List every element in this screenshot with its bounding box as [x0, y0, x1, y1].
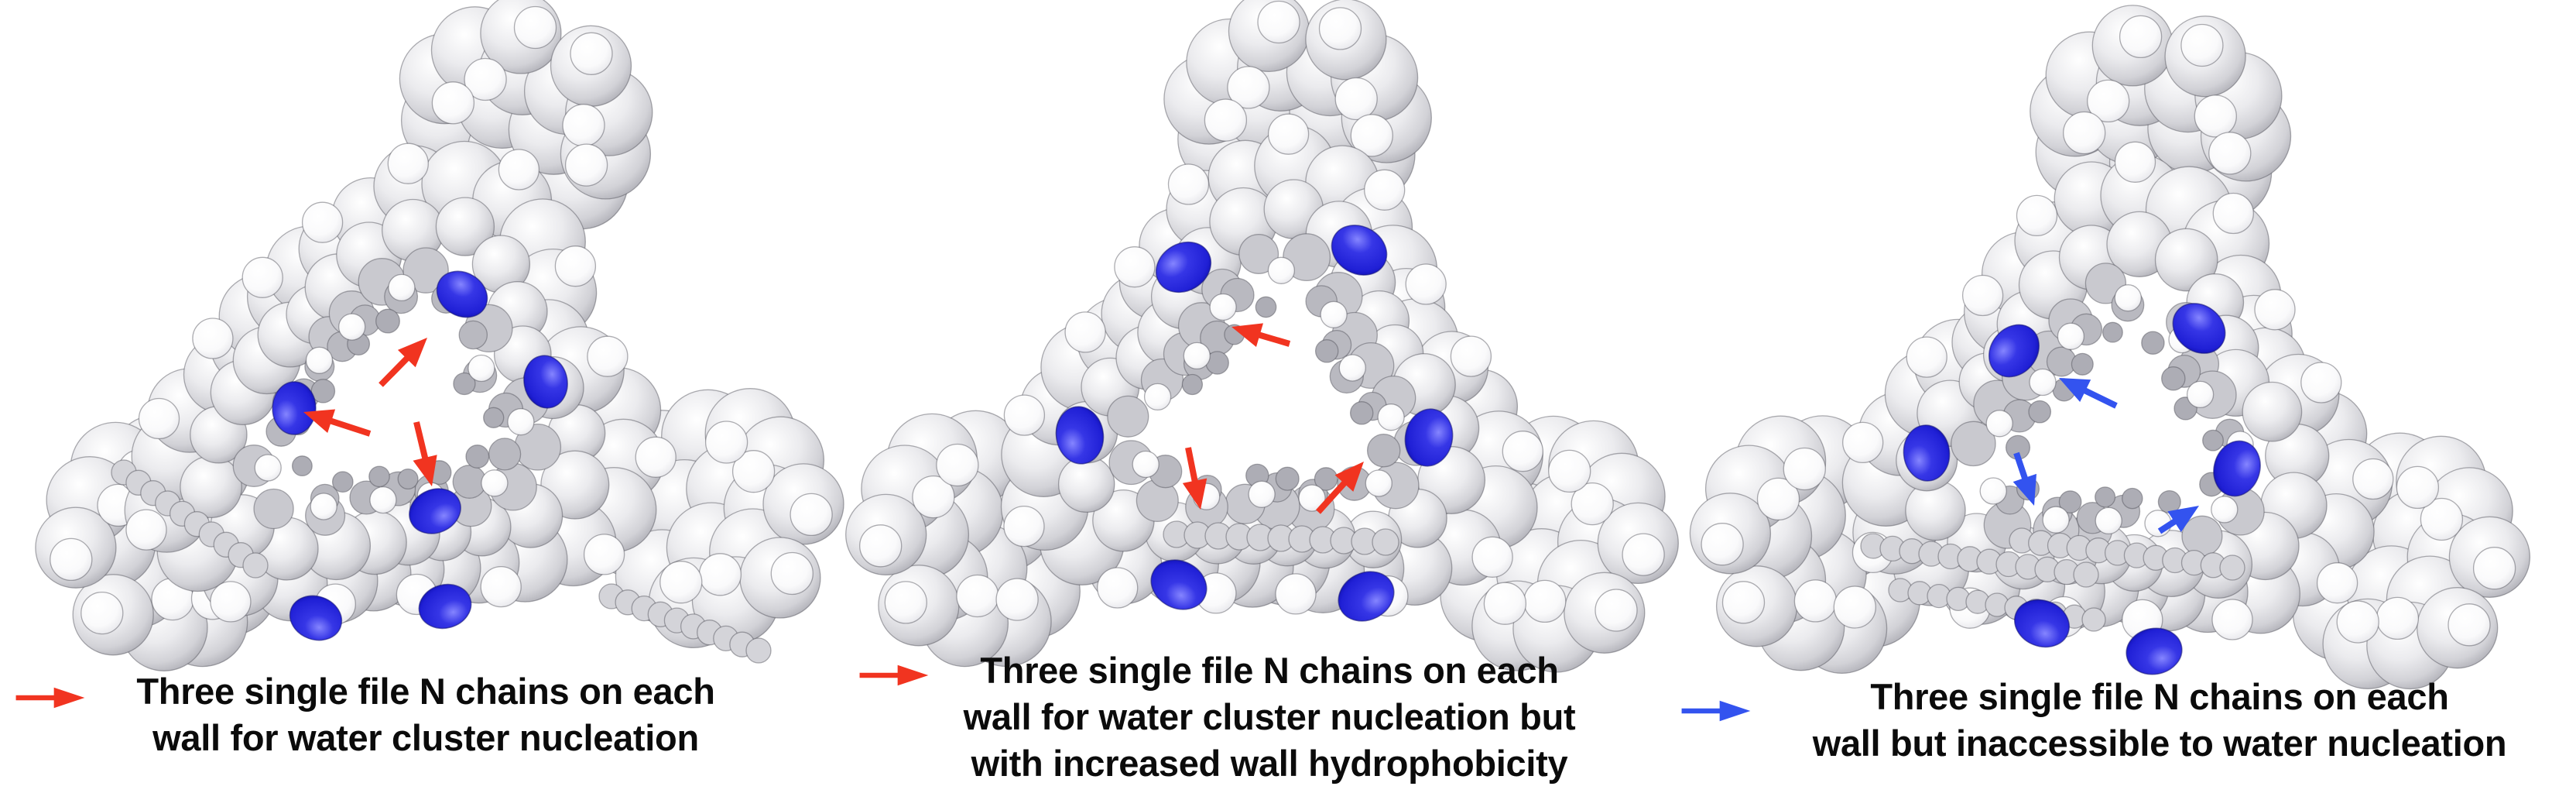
- pore-annotation-arrow: [1231, 323, 1291, 348]
- pore-annotation-arrow: [2157, 506, 2199, 534]
- nitrogen-sites: [1903, 303, 2261, 675]
- pore-annotation-arrow: [1182, 447, 1208, 510]
- caption-left-panel: Three single file N chains on each wall …: [77, 668, 774, 761]
- caption-line: wall for water cluster nucleation: [152, 717, 699, 758]
- cage-ring-wall: [124, 140, 677, 625]
- cage-water-nucleation-accessible: [35, 0, 844, 671]
- nitrogen-site: [523, 355, 568, 409]
- pore-annotation-arrow: [2012, 452, 2036, 506]
- nitrogen-site: [2213, 440, 2261, 497]
- cage-water-nucleation-inaccessible: [1689, 5, 2531, 690]
- nitrogen-site: [436, 270, 488, 318]
- nitrogen-site: [289, 595, 343, 641]
- caption-line: wall for water cluster nucleation but: [963, 696, 1576, 737]
- nitrogen-site: [1338, 571, 1395, 622]
- caption-middle-panel: Three single file N chains on each wall …: [906, 647, 1633, 787]
- nitrogen-site: [1903, 424, 1951, 482]
- nitrogen-site: [2172, 303, 2226, 354]
- nitrogen-site: [1404, 408, 1454, 467]
- single-file-chain-tube: [111, 459, 772, 664]
- pore-annotation-arrow: [2059, 378, 2118, 409]
- nitrogen-site: [418, 583, 472, 630]
- cage-water-nucleation-hydrophobic: [845, 0, 1679, 673]
- caption-line: Three single file N chains on each: [1870, 676, 2449, 717]
- red-right-arrow-icon: [15, 687, 85, 709]
- pore-annotation-arrow: [413, 421, 437, 486]
- nitrogen-site: [272, 381, 317, 435]
- pore-annotation-arrow: [379, 338, 427, 387]
- nitrogen-sites: [272, 270, 568, 641]
- pore-annotation-arrow: [1316, 462, 1364, 514]
- nitrogen-site: [1055, 406, 1105, 465]
- nitrogen-site: [1331, 225, 1388, 276]
- pore-annotation-arrow: [303, 409, 372, 437]
- nitrogen-site: [2014, 599, 2070, 648]
- caption-line: wall but inaccessible to water nucleatio…: [1812, 723, 2507, 764]
- caption-line: Three single file N chains on each: [980, 650, 1559, 691]
- caption-line: with increased wall hydrophobicity: [971, 743, 1568, 784]
- nitrogen-site: [409, 488, 461, 534]
- caption-line: Three single file N chains on each: [136, 671, 715, 712]
- nitrogen-sites: [1055, 225, 1454, 622]
- cage-arm-lobes: [35, 0, 844, 671]
- nitrogen-site: [1150, 559, 1208, 610]
- blue-right-arrow-icon: [1681, 700, 1751, 722]
- nitrogen-site: [1989, 324, 2040, 378]
- nitrogen-site: [1155, 241, 1212, 294]
- caption-right-panel: Three single file N chains on each wall …: [1765, 674, 2554, 767]
- red-right-arrow-icon: [859, 664, 929, 686]
- single-file-chain-tube: [1163, 520, 1399, 556]
- nitrogen-site: [2126, 627, 2183, 675]
